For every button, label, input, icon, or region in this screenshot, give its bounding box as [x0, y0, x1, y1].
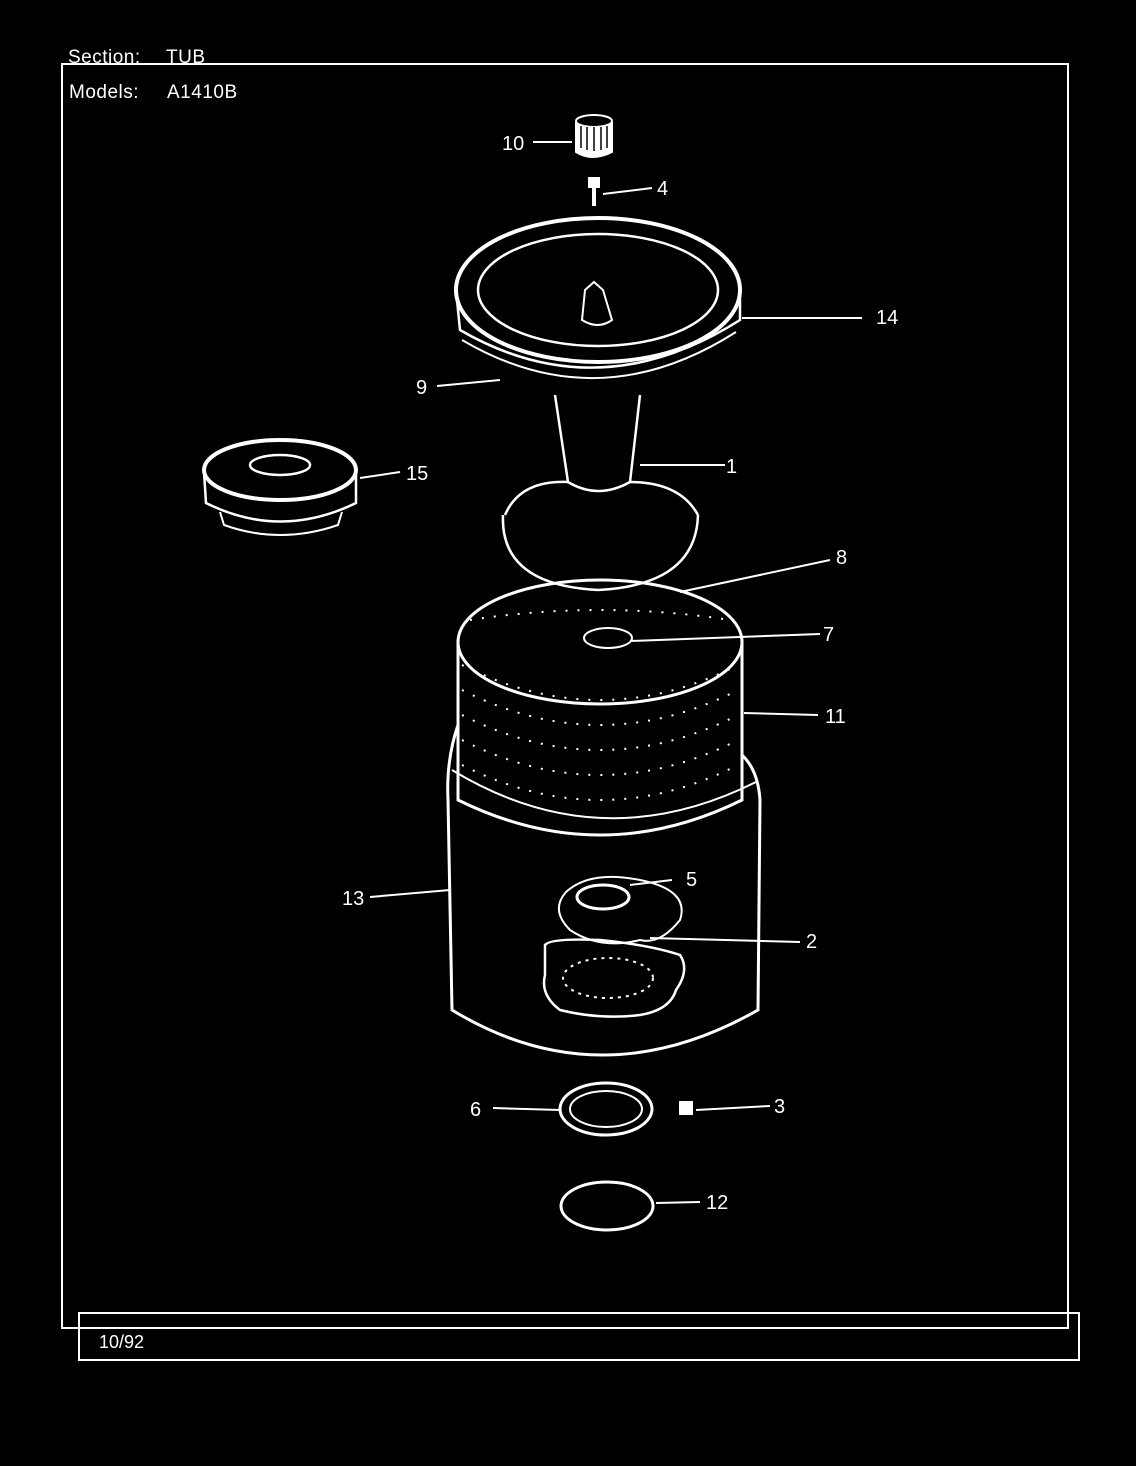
part-8-leader — [679, 559, 831, 593]
part-15-balance-ring — [202, 438, 401, 536]
models-label: Models: — [69, 82, 140, 103]
section-value: TUB — [166, 47, 206, 68]
part-2-5-hub — [542, 875, 801, 1018]
part-6-seal — [492, 1081, 654, 1137]
frame — [61, 63, 1080, 1361]
section-label: Section: — [68, 47, 141, 68]
part-12-o-ring — [559, 1180, 701, 1232]
callout-5: 5 — [686, 869, 697, 891]
part-3-screw — [679, 1101, 771, 1115]
callout-14: 14 — [876, 307, 898, 329]
callout-11: 11 — [825, 706, 846, 728]
revision-date: 10/92 — [99, 1332, 145, 1352]
models-value: A1410B — [167, 82, 238, 103]
part-4-bolt — [588, 177, 653, 206]
models-row: Models: A1410B — [69, 82, 238, 104]
part-1-agitator — [501, 394, 725, 592]
part-9-leader — [436, 379, 501, 387]
part-14-tub-ring — [454, 216, 862, 379]
callout-15: 15 — [406, 463, 428, 485]
callout-4: 4 — [657, 178, 668, 200]
callout-13: 13 — [342, 888, 364, 910]
callout-9: 9 — [416, 377, 427, 399]
part-13-outer-tub — [369, 724, 762, 1057]
callout-1: 1 — [726, 456, 737, 478]
callout-6: 6 — [470, 1099, 481, 1121]
section-row: Section: TUB — [68, 47, 206, 69]
callout-7: 7 — [823, 624, 834, 646]
part-10-cap — [533, 114, 613, 158]
callout-10: 10 — [502, 133, 524, 155]
part-11-basket — [456, 578, 821, 837]
callout-2: 2 — [806, 931, 817, 953]
callout-3: 3 — [774, 1096, 785, 1118]
callout-12: 12 — [706, 1192, 728, 1214]
callout-8: 8 — [836, 547, 847, 569]
